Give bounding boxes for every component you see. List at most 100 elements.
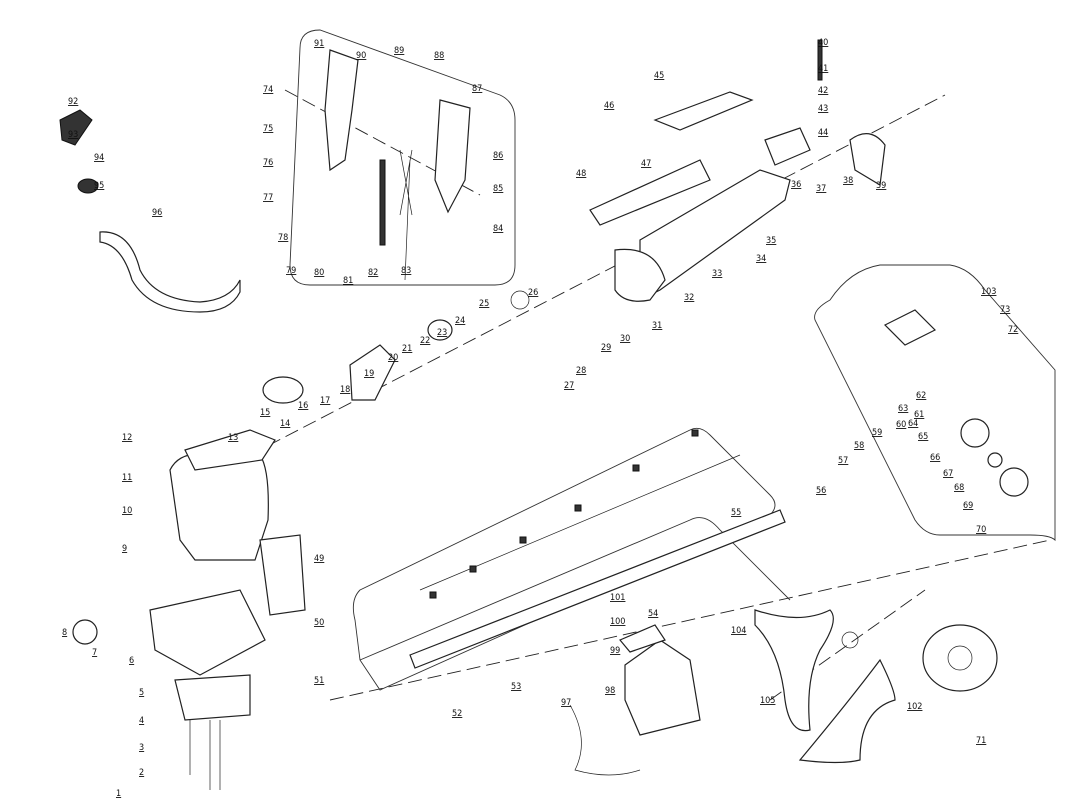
part-label-18: 18 <box>340 385 350 395</box>
clamp-block <box>764 127 811 166</box>
engine-top-cover <box>184 429 276 471</box>
part-label-99: 99 <box>610 646 620 656</box>
part-label-5: 5 <box>139 688 144 698</box>
part-label-28: 28 <box>576 366 586 376</box>
part-label-29: 29 <box>601 343 611 353</box>
part-label-24: 24 <box>455 316 465 326</box>
part-label-79: 79 <box>286 266 296 276</box>
handle-clamp <box>77 178 99 194</box>
mounting-screws <box>189 720 221 790</box>
part-label-21: 21 <box>402 344 412 354</box>
part-label-40: 40 <box>818 38 828 48</box>
shaft-cover <box>589 159 711 226</box>
part-label-52: 52 <box>452 709 462 719</box>
fuel-tank <box>149 589 266 676</box>
part-label-12: 12 <box>122 433 132 443</box>
part-label-33: 33 <box>712 269 722 279</box>
part-label-35: 35 <box>766 236 776 246</box>
part-label-27: 27 <box>564 381 574 391</box>
part-label-75: 75 <box>263 124 273 134</box>
part-label-17: 17 <box>320 396 330 406</box>
part-label-36: 36 <box>791 180 801 190</box>
part-label-92: 92 <box>68 97 78 107</box>
part-label-72: 72 <box>1008 325 1018 335</box>
part-label-42: 42 <box>818 86 828 96</box>
part-label-68: 68 <box>954 483 964 493</box>
fuel-cap <box>72 619 98 645</box>
part-label-55: 55 <box>731 508 741 518</box>
air-filter-cover <box>259 534 306 616</box>
part-label-61: 61 <box>914 410 924 420</box>
part-label-6: 6 <box>129 656 134 666</box>
part-label-26: 26 <box>528 288 538 298</box>
part-label-80: 80 <box>314 268 324 278</box>
part-label-84: 84 <box>493 224 503 234</box>
line-guard-extension <box>569 704 641 776</box>
part-label-66: 66 <box>930 453 940 463</box>
part-label-95: 95 <box>94 181 104 191</box>
part-label-22: 22 <box>420 336 430 346</box>
trimmer-head-spool <box>947 645 973 671</box>
part-label-76: 76 <box>263 158 273 168</box>
shaft-bushings <box>429 429 699 599</box>
part-label-102: 102 <box>907 702 922 712</box>
part-label-78: 78 <box>278 233 288 243</box>
part-label-56: 56 <box>816 486 826 496</box>
drive-tube <box>409 509 786 669</box>
part-label-63: 63 <box>898 404 908 414</box>
part-label-81: 81 <box>343 276 353 286</box>
part-label-38: 38 <box>843 176 853 186</box>
part-label-20: 20 <box>388 353 398 363</box>
part-label-10: 10 <box>122 506 132 516</box>
part-label-60: 60 <box>896 420 906 430</box>
part-label-41: 41 <box>818 64 828 74</box>
part-label-65: 65 <box>918 432 928 442</box>
part-label-98: 98 <box>605 686 615 696</box>
part-label-101: 101 <box>610 593 625 603</box>
part-label-49: 49 <box>314 554 324 564</box>
part-label-90: 90 <box>356 51 366 61</box>
gear-housing <box>883 309 937 346</box>
part-label-69: 69 <box>963 501 973 511</box>
throttle-housing-right <box>434 99 471 214</box>
part-label-59: 59 <box>872 428 882 438</box>
guard-clamp <box>619 624 666 653</box>
clutch-bell-housing <box>349 344 396 401</box>
part-label-7: 7 <box>92 648 97 658</box>
part-label-105: 105 <box>760 696 775 706</box>
part-label-87: 87 <box>472 84 482 94</box>
part-label-53: 53 <box>511 682 521 692</box>
part-label-48: 48 <box>576 169 586 179</box>
part-label-8: 8 <box>62 628 67 638</box>
part-label-97: 97 <box>561 698 571 708</box>
part-label-96: 96 <box>152 208 162 218</box>
part-label-13: 13 <box>228 433 238 443</box>
part-label-54: 54 <box>648 609 658 619</box>
three-tooth-blade-guard <box>754 609 834 732</box>
boom-subassembly-panel <box>352 427 791 691</box>
guard-cup <box>999 467 1029 497</box>
part-label-104: 104 <box>731 626 746 636</box>
part-label-4: 4 <box>139 716 144 726</box>
handlebar <box>99 231 241 313</box>
part-label-70: 70 <box>976 525 986 535</box>
part-label-50: 50 <box>314 618 324 628</box>
part-label-16: 16 <box>298 401 308 411</box>
part-label-34: 34 <box>756 254 766 264</box>
axis-line-upper <box>249 94 946 456</box>
handle-bracket <box>849 133 886 186</box>
base-plate <box>174 674 251 721</box>
three-tooth-blade <box>798 658 896 764</box>
spring <box>379 159 386 246</box>
part-label-11: 11 <box>122 473 132 483</box>
blade-washer <box>960 418 990 448</box>
safety-guard <box>624 639 701 736</box>
blade-center-hole <box>841 631 859 649</box>
part-label-88: 88 <box>434 51 444 61</box>
clutch-housing <box>614 248 666 302</box>
part-label-46: 46 <box>604 101 614 111</box>
part-label-14: 14 <box>280 419 290 429</box>
part-label-103: 103 <box>981 287 996 297</box>
